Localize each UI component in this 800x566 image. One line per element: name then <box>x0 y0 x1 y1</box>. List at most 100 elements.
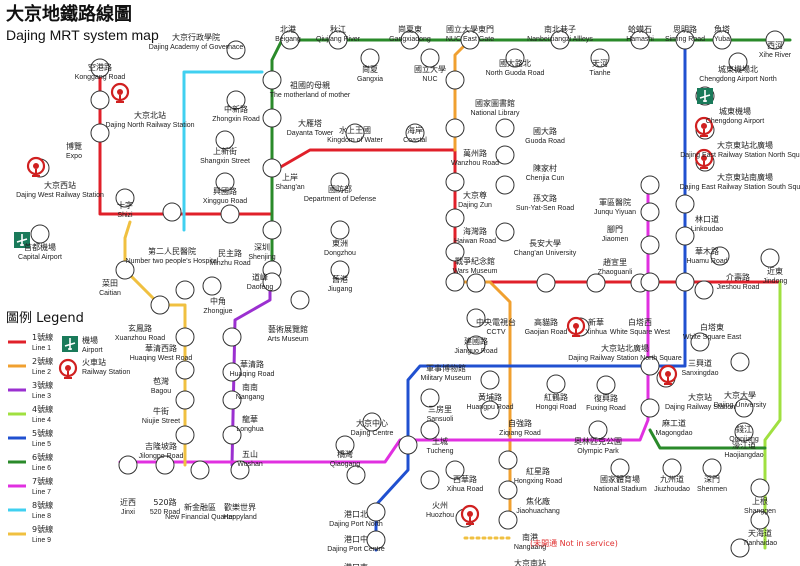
station-node[interactable] <box>675 272 695 292</box>
station-node[interactable] <box>495 222 515 242</box>
station-node[interactable] <box>760 248 780 268</box>
station-node[interactable] <box>226 40 246 60</box>
station-node[interactable] <box>662 458 682 478</box>
station-node[interactable] <box>420 48 440 68</box>
station-node[interactable] <box>220 204 240 224</box>
station-node[interactable] <box>262 158 282 178</box>
station-node[interactable] <box>588 420 608 440</box>
station-node[interactable] <box>175 425 195 445</box>
station-node[interactable] <box>445 118 465 138</box>
station-node[interactable] <box>640 175 660 195</box>
station-node[interactable] <box>175 360 195 380</box>
station-node[interactable] <box>226 90 246 110</box>
station-node[interactable] <box>445 272 465 292</box>
station-node[interactable] <box>480 400 500 420</box>
station-node[interactable] <box>90 123 110 143</box>
station-node[interactable] <box>640 398 660 418</box>
station-node[interactable] <box>150 295 170 315</box>
station-node[interactable] <box>466 335 486 355</box>
station-node[interactable] <box>690 332 710 352</box>
station-node[interactable] <box>115 188 135 208</box>
station-node[interactable] <box>202 276 222 296</box>
station-node[interactable] <box>175 280 195 300</box>
station-node[interactable] <box>596 375 616 395</box>
station-node[interactable] <box>546 374 566 394</box>
station-node[interactable] <box>335 435 355 455</box>
station-node[interactable] <box>175 390 195 410</box>
station-node[interactable] <box>262 108 282 128</box>
station-node[interactable] <box>328 30 348 50</box>
station-node[interactable] <box>750 510 770 530</box>
station-node[interactable] <box>536 273 556 293</box>
station-node[interactable] <box>640 235 660 255</box>
station-node[interactable] <box>262 70 282 90</box>
station-node[interactable] <box>262 220 282 240</box>
station-node[interactable] <box>675 194 695 214</box>
station-node[interactable] <box>330 220 350 240</box>
station-node[interactable] <box>498 450 518 470</box>
station-node[interactable] <box>162 202 182 222</box>
station-node[interactable] <box>420 388 440 408</box>
station-node[interactable] <box>175 327 195 347</box>
station-node[interactable] <box>694 280 714 300</box>
station-node[interactable] <box>366 502 386 522</box>
station-node[interactable] <box>222 327 242 347</box>
station-node[interactable] <box>90 90 110 110</box>
station-node[interactable] <box>466 308 486 328</box>
station-node[interactable] <box>734 422 754 442</box>
station-node[interactable] <box>675 30 695 50</box>
station-node[interactable] <box>630 30 650 50</box>
station-node[interactable] <box>360 48 380 68</box>
station-node[interactable] <box>590 48 610 68</box>
station-node[interactable] <box>230 460 250 480</box>
station-node[interactable] <box>222 362 242 382</box>
station-node[interactable] <box>498 480 518 500</box>
station-node[interactable] <box>290 290 310 310</box>
station-node[interactable] <box>728 52 748 72</box>
station-node[interactable] <box>405 123 425 143</box>
station-node[interactable] <box>730 352 750 372</box>
station-node[interactable] <box>222 425 242 445</box>
station-node[interactable] <box>610 458 630 478</box>
station-node[interactable] <box>362 412 382 432</box>
station-node[interactable] <box>330 260 350 280</box>
station-node[interactable] <box>398 435 418 455</box>
station-node[interactable] <box>420 420 440 440</box>
station-node[interactable] <box>420 470 440 490</box>
station-node[interactable] <box>505 48 525 68</box>
station-node[interactable] <box>222 390 242 410</box>
station-node[interactable] <box>90 58 110 78</box>
station-node[interactable] <box>640 356 660 376</box>
station-node[interactable] <box>480 370 500 390</box>
station-node[interactable] <box>445 242 465 262</box>
station-node[interactable] <box>400 30 420 50</box>
station-node[interactable] <box>498 510 518 530</box>
station-node[interactable] <box>330 172 350 192</box>
station-node[interactable] <box>118 455 138 475</box>
station-node[interactable] <box>280 30 300 50</box>
station-node[interactable] <box>115 260 135 280</box>
station-node[interactable] <box>445 208 465 228</box>
station-node[interactable] <box>445 460 465 480</box>
station-node[interactable] <box>495 175 515 195</box>
station-node[interactable] <box>30 224 50 244</box>
station-node[interactable] <box>346 465 366 485</box>
station-node[interactable] <box>460 30 480 50</box>
station-node[interactable] <box>765 30 785 50</box>
station-node[interactable] <box>262 272 282 292</box>
station-node[interactable] <box>640 202 660 222</box>
station-node[interactable] <box>445 70 465 90</box>
station-node[interactable] <box>550 30 570 50</box>
station-node[interactable] <box>366 530 386 550</box>
station-node[interactable] <box>445 172 465 192</box>
station-node[interactable] <box>155 455 175 475</box>
station-node[interactable] <box>712 30 732 50</box>
station-node[interactable] <box>734 398 754 418</box>
station-node[interactable] <box>495 118 515 138</box>
station-node[interactable] <box>675 226 695 246</box>
station-node[interactable] <box>586 273 606 293</box>
station-node[interactable] <box>215 130 235 150</box>
station-node[interactable] <box>466 273 486 293</box>
station-node[interactable] <box>702 458 722 478</box>
station-node[interactable] <box>640 272 660 292</box>
